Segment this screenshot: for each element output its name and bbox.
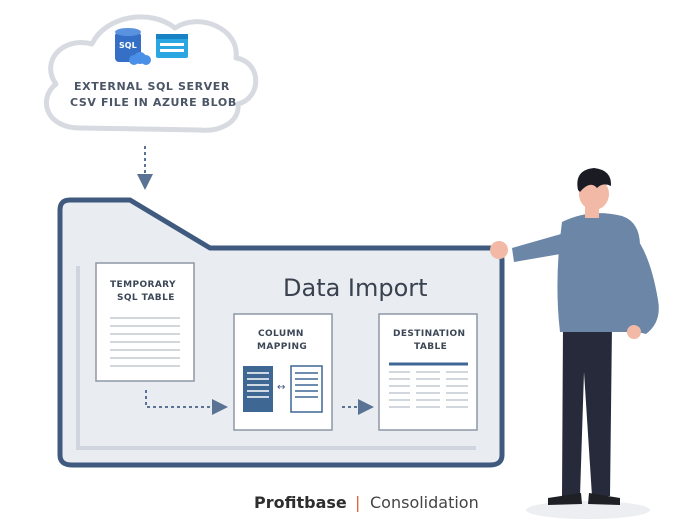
mapping-card-line2: MAPPING — [257, 342, 307, 352]
cloud-shape — [44, 14, 259, 133]
brand-name: Profitbase — [254, 493, 347, 512]
person-right-arm — [622, 224, 659, 334]
destination-table-card: DESTINATION TABLE — [378, 313, 478, 431]
person-left-shoe — [548, 493, 582, 505]
temporary-card-lines — [110, 317, 180, 367]
cloud-label-line1: EXTERNAL SQL SERVER — [74, 80, 230, 93]
cloud-label-line2: CSV FILE IN AZURE BLOB — [70, 96, 237, 109]
target-columns-icon — [290, 365, 323, 413]
person-shadow — [526, 501, 650, 519]
column-mapping-card: COLUMN MAPPING ↔ — [233, 313, 333, 431]
azure-blob-storage-icon — [156, 34, 188, 58]
person-hand — [490, 241, 508, 259]
swap-arrows-icon: ↔ — [277, 382, 285, 393]
brand-footer: Profitbase | Consolidation — [254, 493, 479, 512]
destination-card-line1: DESTINATION — [393, 329, 465, 339]
destination-card-line2: TABLE — [414, 342, 447, 352]
folder-title: Data Import — [283, 274, 428, 302]
person-pointing-arm — [512, 232, 572, 262]
person-shirt — [557, 213, 640, 332]
temporary-sql-table-card: TEMPORARY SQL TABLE — [95, 262, 195, 382]
person-hair — [577, 168, 612, 192]
person-illustration — [490, 168, 659, 519]
mapping-card-line1: COLUMN — [258, 329, 304, 339]
temporary-to-mapping-arrow — [145, 390, 228, 415]
sql-icon-label: SQL — [119, 41, 137, 50]
temporary-card-line2: SQL TABLE — [117, 293, 175, 303]
sql-database-icon: SQL — [115, 28, 151, 65]
destination-table-grid — [389, 371, 468, 408]
folder-inner-edge — [76, 266, 476, 450]
brand-product: Consolidation — [370, 493, 479, 512]
temporary-card-line1: TEMPORARY — [110, 280, 176, 290]
person-right-hand — [627, 325, 641, 339]
cloud-source: SQL EXTERNAL SQL SERVER CSV FILE IN AZUR… — [44, 14, 259, 133]
person-right-shoe — [588, 493, 620, 505]
person-pants — [562, 325, 612, 496]
brand-divider: | — [355, 493, 360, 512]
source-columns-icon — [243, 366, 273, 412]
